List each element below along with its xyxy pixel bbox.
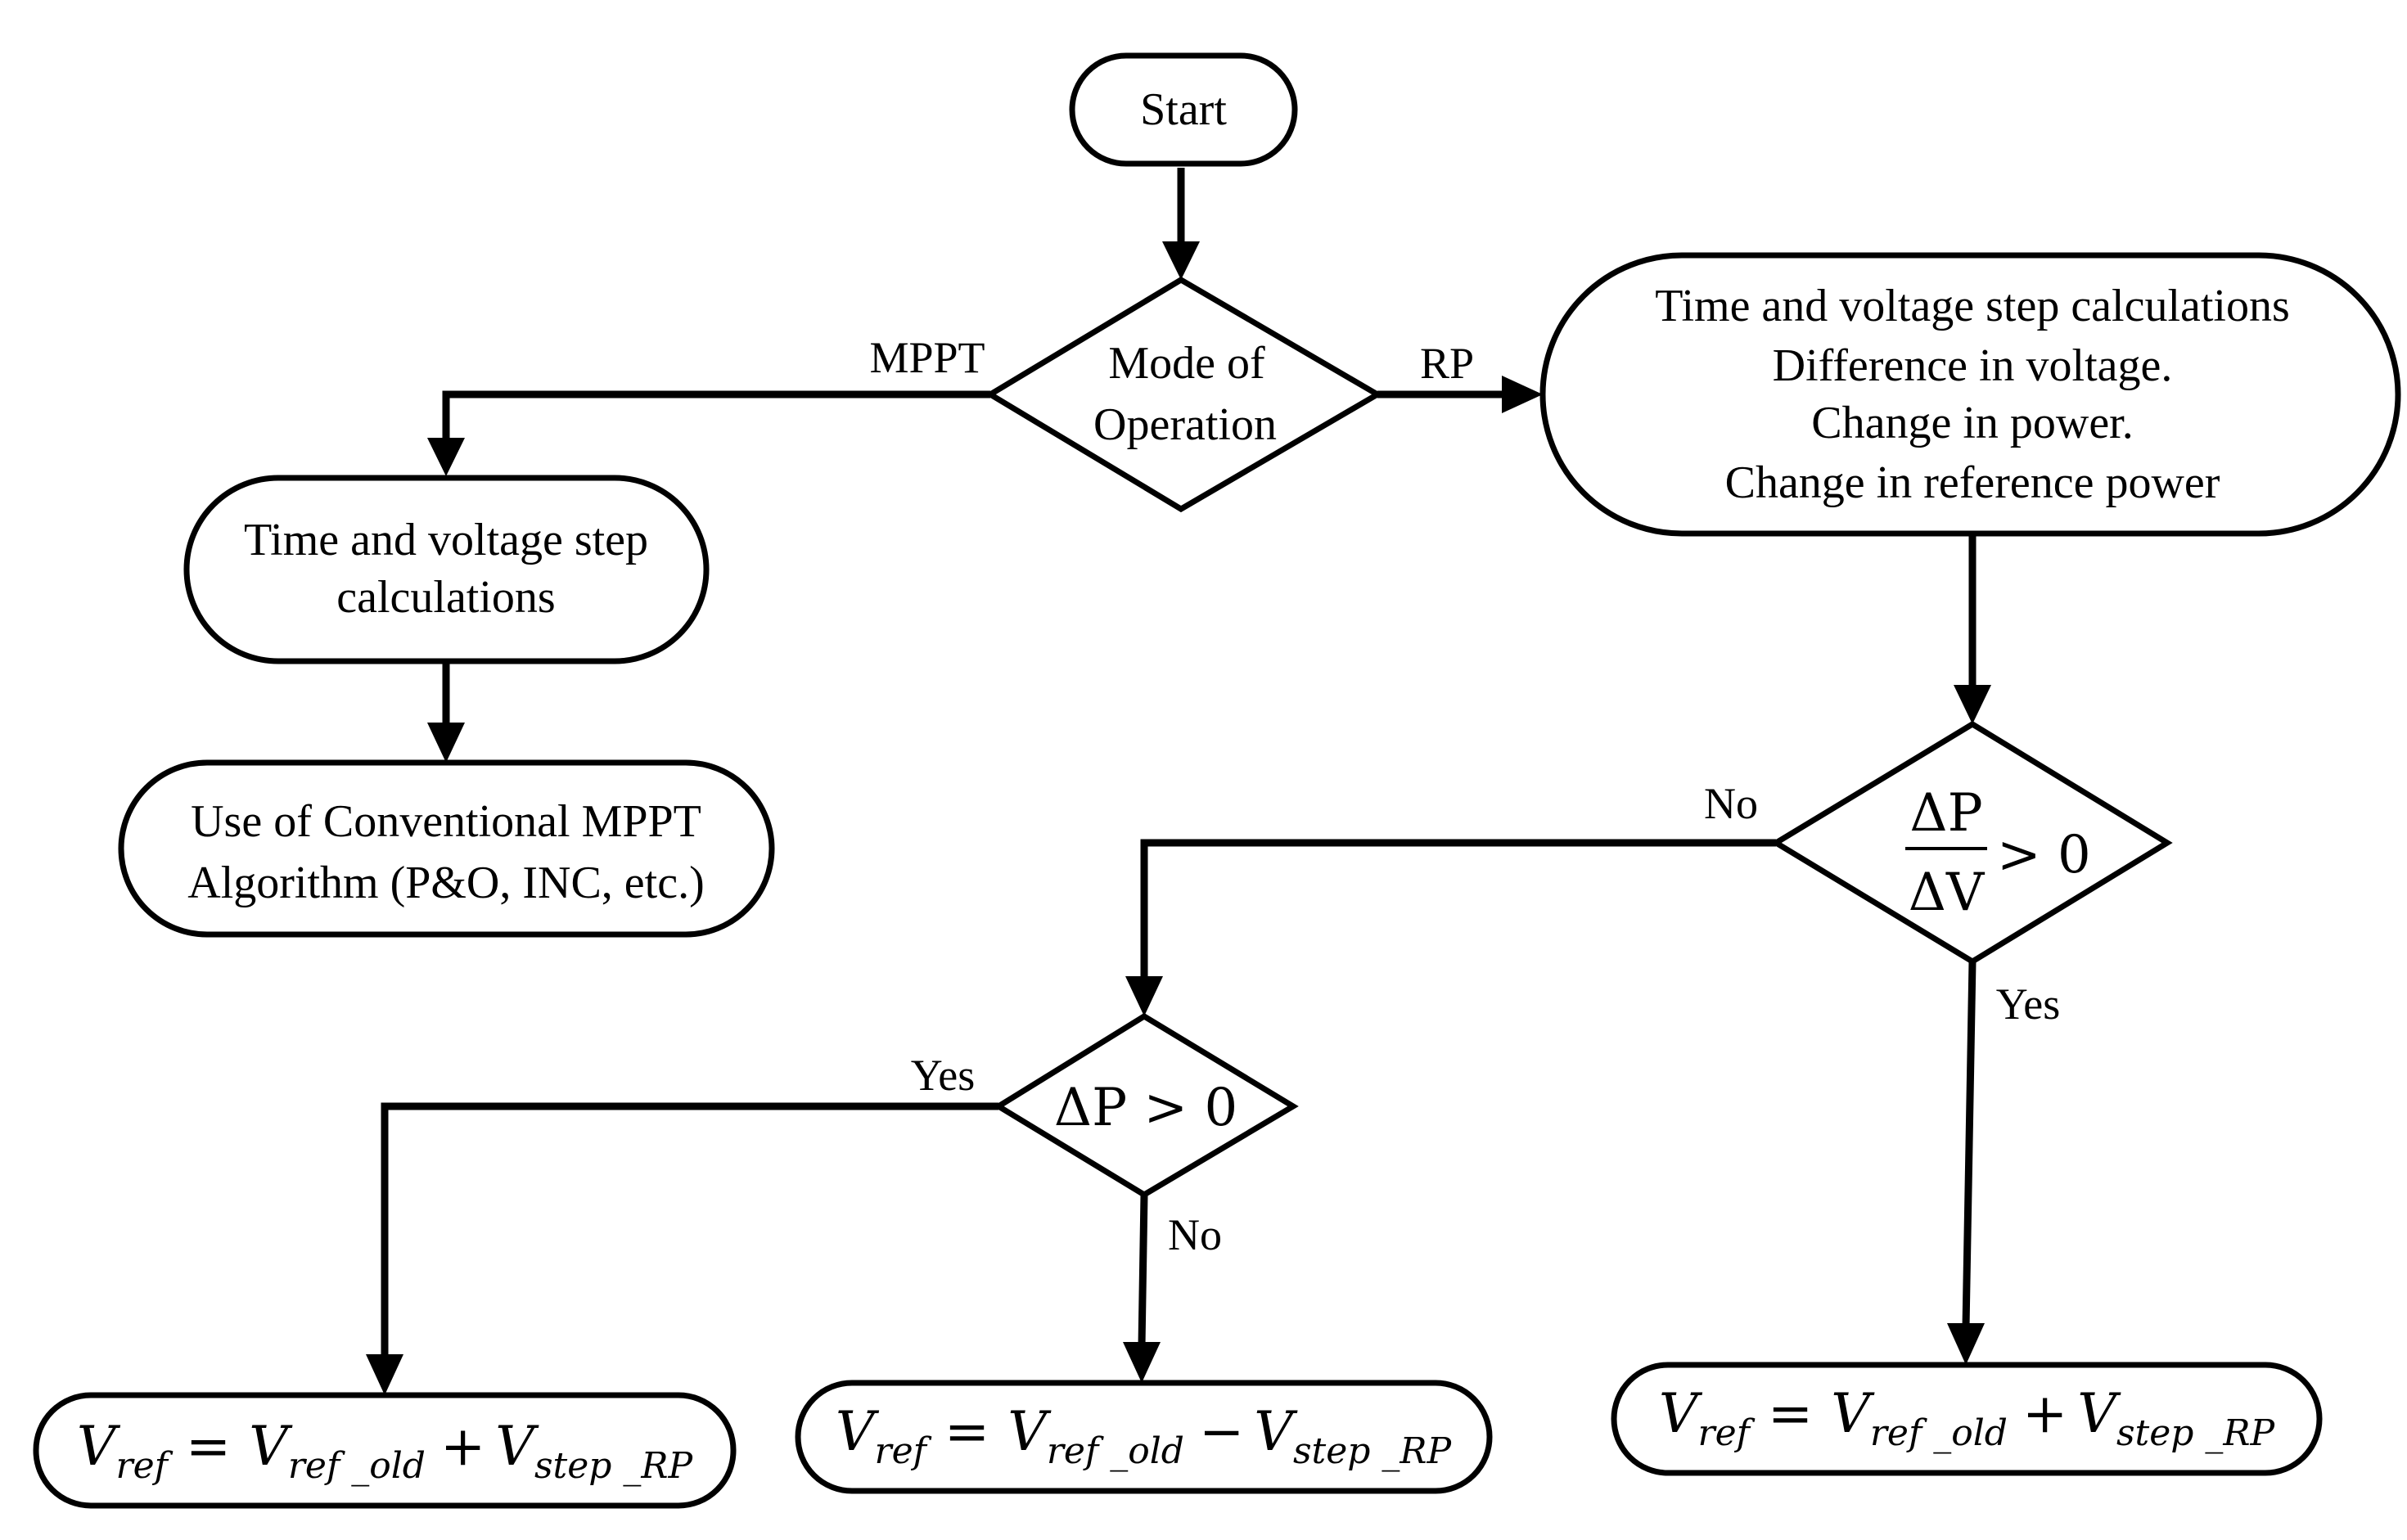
edge-label-dp-no: No [1168,1210,1222,1259]
edge-label-rp: RP [1420,339,1474,388]
arrowhead-rp-calc-to-dpdv [1954,685,1991,724]
start-label: Start [1140,84,1227,135]
mode-label-line-1: Mode of [1108,338,1265,389]
edge-dpdv-no-to-dp [1140,839,1776,980]
eq-middle-expression: Vref=Vref _old−Vstep _RP [836,1400,1453,1472]
edge-dp-yes-to-eq-left [381,1102,998,1358]
mode-label-line-2: Operation [1093,399,1277,450]
eq-right-lhs-sub: ref [1698,1412,1756,1454]
conventional-mppt-node: Use of Conventional MPPT Algorithm (P&O,… [118,759,775,938]
eq-middle-term-2-sub: step _RP [1293,1430,1453,1472]
eq-middle-operator: − [1199,1400,1244,1463]
eq-middle-term-1-sub: ref _old [1047,1430,1184,1472]
eq-right-equals: = [1768,1382,1813,1445]
eq-left-lhs-sub: ref [116,1445,174,1487]
eq-left-term-2: V [495,1415,539,1478]
mppt-calc-line-1: Time and voltage step [244,515,648,565]
mode-decision: Mode of Operation [985,276,1383,513]
eq-middle-node: Vref=Vref _old−Vstep _RP [795,1380,1493,1494]
arrowhead-dpdv-no-to-dp [1125,976,1163,1016]
arrowhead-mppt-calc-to-conventional [427,723,465,763]
arrowhead-mode-to-mppt-calc [427,438,465,476]
eq-middle-term-1: V [1007,1400,1052,1463]
start-node: Start [1069,52,1298,167]
eq-right-expression: Vref=Vref _old+Vstep _RP [1659,1382,2276,1454]
eq-right-operator: + [2022,1382,2067,1445]
eq-left-operator: + [440,1415,485,1478]
eq-middle-lhs-sub: ref [875,1430,932,1472]
eq-left-node: Vref=Vref _old+Vstep _RP [33,1392,737,1509]
edge-mode-to-mppt-calc [442,390,990,442]
dp-condition: ΔP > 0 [1054,1078,1237,1138]
eq-right-term-2: V [2077,1382,2121,1445]
rp-calc-line-2: Difference in voltage. [1773,340,2173,391]
arrowhead-mode-to-rp-calc [1502,376,1543,413]
conventional-line-1: Use of Conventional MPPT [191,796,701,847]
eq-right-term-1: V [1831,1382,1875,1445]
eq-right-term-1-sub: ref _old [1870,1412,2008,1454]
rp-calc-line-1: Time and voltage step calculations [1655,281,2290,331]
eq-right-term-2-sub: step _RP [2116,1412,2276,1454]
rp-calc-line-4: Change in reference power [1725,457,2220,508]
arrowhead-dp-yes-to-eq-left [366,1354,403,1395]
eq-left-term-1: V [249,1415,293,1478]
eq-left-expression: Vref=Vref _old+Vstep _RP [77,1415,694,1487]
eq-right-lhs: V [1659,1382,1703,1445]
mppt-calc-line-2: calculations [336,572,555,623]
rp-calc-line-3: Change in power. [1811,398,2133,448]
edge-label-dpdv-yes: Yes [1996,979,2061,1029]
eq-left-term-2-sub: step _RP [534,1445,694,1487]
rp-calc-node: Time and voltage step calculations Diffe… [1539,252,2401,537]
eq-middle-lhs: V [836,1400,880,1463]
edge-dp-no-to-eq-middle [1138,1194,1148,1347]
arrowhead-dpdv-yes-to-eq-right [1947,1323,1985,1365]
dp-decision: ΔP > 0 [993,1012,1299,1199]
dpdv-relation: > 0 [1997,825,2091,885]
eq-left-equals: = [186,1415,231,1478]
arrowhead-start-to-mode [1162,241,1200,280]
eq-middle-term-2: V [1254,1400,1298,1463]
dpdv-numerator: ΔP [1909,783,1982,844]
dpdv-decision: ΔP ΔV > 0 [1770,720,2173,966]
dpdv-denominator: ΔV [1909,862,1986,923]
edge-label-mppt: MPPT [869,333,985,382]
eq-middle-equals: = [944,1400,989,1463]
edge-dpdv-yes-to-eq-right [1962,961,1977,1328]
eq-left-lhs: V [77,1415,121,1478]
conventional-line-2: Algorithm (P&O, INC, etc.) [187,858,704,908]
edge-label-dpdv-no: No [1704,779,1758,828]
eq-left-term-1-sub: ref _old [288,1445,426,1487]
eq-right-node: Vref=Vref _old+Vstep _RP [1611,1362,2323,1476]
arrowhead-dp-no-to-eq-middle [1123,1342,1161,1383]
mppt-calc-node: Time and voltage step calculations [183,475,710,664]
edge-label-dp-yes: Yes [911,1051,976,1100]
